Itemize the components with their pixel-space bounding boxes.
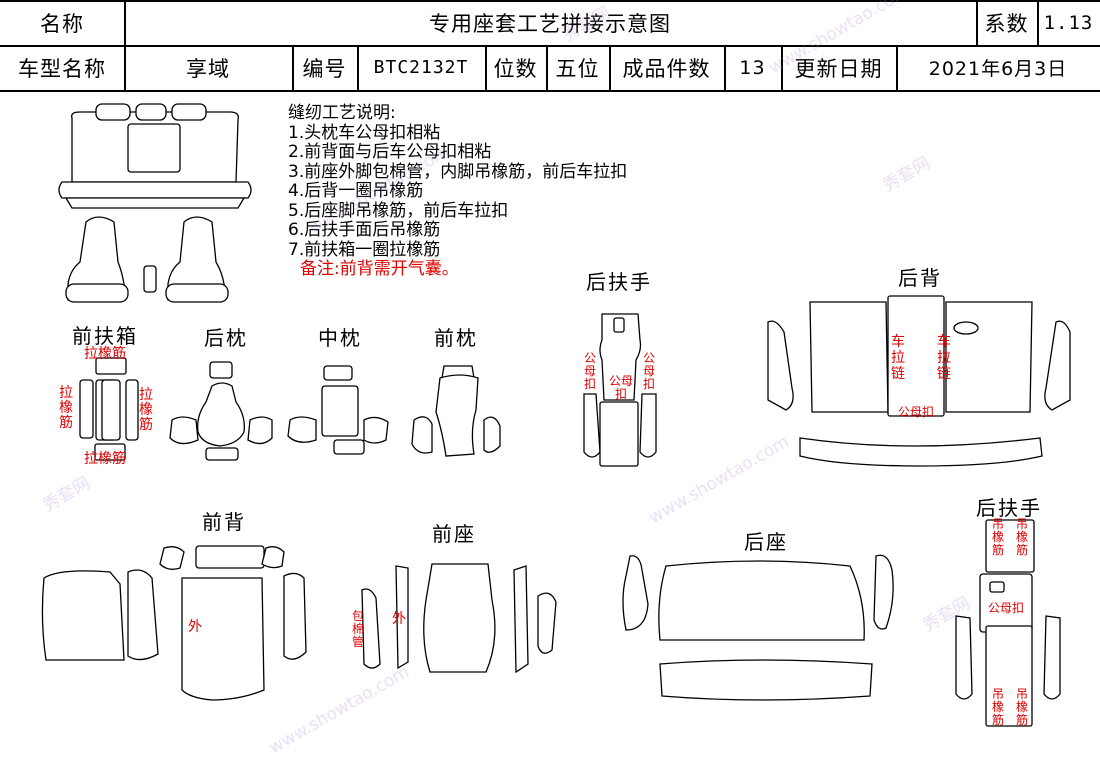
col-divider <box>1037 0 1039 45</box>
col-divider <box>609 45 611 90</box>
section-title-rear-back: 后背 <box>898 266 942 290</box>
section-title-rear-headrest: 后枕 <box>204 326 248 350</box>
annotation-buckle: 公母扣 <box>608 374 633 401</box>
position-value: 五位 <box>555 56 600 81</box>
annotation-cotton-tube: 包棉管 <box>351 609 364 649</box>
section-title-front-headrest: 前枕 <box>434 326 478 350</box>
rear-bench-overview <box>58 103 252 209</box>
front-seat-parts <box>361 563 557 674</box>
col-divider <box>781 45 783 90</box>
note-item: 1.头枕车公母扣相粘 <box>288 122 441 143</box>
col-divider <box>124 0 126 90</box>
section-title-front-box: 前扶箱 <box>72 324 138 348</box>
section-title-mid-headrest: 中枕 <box>318 326 362 350</box>
annotation-buckle: 公母扣 <box>642 351 655 391</box>
annotation-pull-elastic: 拉橡筋 <box>139 387 153 433</box>
code-value: BTC2132T <box>373 57 469 78</box>
annotation-buckle: 公母扣 <box>583 351 596 391</box>
pieces-label: 成品件数 <box>622 56 711 81</box>
annotation-outer: 外 <box>188 619 202 635</box>
rear-armrest-top-parts <box>583 313 657 467</box>
col-divider <box>724 45 726 90</box>
col-divider <box>485 45 487 90</box>
coefficient-value: 1.13 <box>1043 11 1094 34</box>
section-title-front-back: 前背 <box>202 510 246 534</box>
annotation-zipper: 车拉链 <box>891 334 905 382</box>
note-item: 2.前背面与后车公母扣相粘 <box>288 142 492 162</box>
col-divider <box>357 45 359 90</box>
front-headrest-parts <box>411 365 501 457</box>
col-divider <box>292 45 294 90</box>
annotation-buckle: 公母扣 <box>988 601 1025 615</box>
sewing-notes: 缝纫工艺说明: 1.头枕车公母扣相粘 2.前背面与后车公母扣相粘 3.前座外脚包… <box>288 103 628 280</box>
section-title-rear-seat: 后座 <box>744 530 788 554</box>
table-border-bottom <box>0 90 1100 92</box>
model-label: 车型名称 <box>18 56 106 81</box>
name-label: 名称 <box>40 11 84 36</box>
pieces-value: 13 <box>739 56 766 79</box>
front-box-parts <box>79 357 139 461</box>
annotation-pull-elastic: 拉橡筋 <box>84 346 126 362</box>
annotation-buckle: 公母扣 <box>898 405 935 419</box>
col-divider <box>896 45 898 90</box>
coefficient-label: 系数 <box>984 11 1029 36</box>
notes-remark: 备注:前背需开气囊。 <box>300 259 459 279</box>
annotation-zipper: 车拉链 <box>937 334 951 382</box>
col-divider <box>546 45 548 90</box>
front-back-parts <box>41 545 307 701</box>
pattern-drawings <box>41 103 1071 727</box>
section-title-front-seat: 前座 <box>432 522 476 546</box>
notes-heading: 缝纫工艺说明: <box>288 103 396 123</box>
code-label: 编号 <box>302 56 347 81</box>
update-date-value: 2021年6月3日 <box>928 58 1068 80</box>
table-border-top <box>0 0 1100 2</box>
update-date-label: 更新日期 <box>794 56 883 81</box>
annotation-hang-elastic: 吊橡筋 <box>1015 687 1028 727</box>
annotation-hang-elastic: 吊橡筋 <box>1015 517 1028 557</box>
table-row-divider <box>0 45 1100 47</box>
annotation-outer: 外 <box>392 611 406 627</box>
front-seats-overview <box>65 216 229 303</box>
note-item: 5.后座脚吊橡筋，前后车拉扣 <box>288 200 509 221</box>
annotation-hang-elastic: 吊橡筋 <box>991 687 1004 727</box>
rear-back-parts <box>767 295 1071 467</box>
middle-headrest-parts <box>287 365 389 455</box>
annotation-hang-elastic: 吊橡筋 <box>991 517 1004 557</box>
model-value: 享域 <box>186 56 230 81</box>
note-item: 7.前扶箱一圈拉橡筋 <box>288 239 441 260</box>
position-label: 位数 <box>493 56 538 81</box>
col-divider <box>976 0 978 45</box>
rear-headrest-parts <box>169 361 273 461</box>
document-title: 专用座套工艺拼接示意图 <box>429 11 671 36</box>
rear-armrest-bottom-parts <box>955 519 1061 727</box>
note-item: 3.前座外脚包棉管，内脚吊橡筋，前后车拉扣 <box>288 161 628 182</box>
rear-seat-parts <box>622 554 894 701</box>
note-item: 6.后扶手面后吊橡筋 <box>288 220 441 240</box>
section-title-rear-armrest-top: 后扶手 <box>586 270 652 294</box>
annotation-pull-elastic: 拉橡筋 <box>59 385 73 431</box>
annotation-pull-elastic: 拉橡筋 <box>84 451 126 467</box>
section-title-rear-armrest-bottom: 后扶手 <box>976 496 1042 520</box>
note-item: 4.后背一圈吊橡筋 <box>288 181 424 201</box>
